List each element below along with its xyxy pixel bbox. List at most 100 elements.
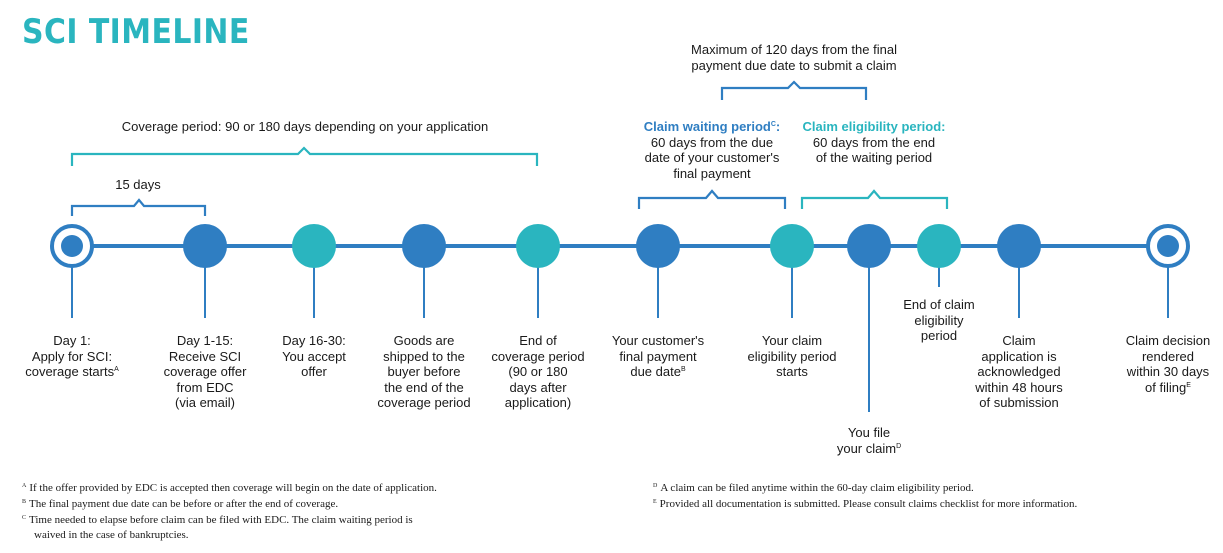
waiting-period-line-1: 60 days from the due <box>650 134 774 150</box>
waiting-period-line-2: date of your customer's <box>644 150 780 165</box>
footnote-a-mark: A <box>22 483 27 489</box>
coverage-bracket <box>70 146 539 166</box>
node-label-line: due dateB <box>630 364 686 379</box>
node-circle-day1-15 <box>183 224 227 268</box>
max-120-days-label: Maximum of 120 days from the final payme… <box>691 42 897 73</box>
node-circle-acknowledged <box>997 224 1041 268</box>
node-core-decision <box>1157 235 1179 257</box>
node-circle-end-elig <box>917 224 961 268</box>
waiting-period-bracket <box>637 189 787 209</box>
footnote-a-text: If the offer provided by EDC is accepted… <box>29 482 437 494</box>
node-label-line: days after <box>509 379 567 395</box>
node-label-line: Day 1-15: <box>176 333 234 348</box>
eligibility-period-line-2: of the waiting period <box>815 150 933 165</box>
node-label-line: eligibility <box>914 312 964 328</box>
footnote-marker: E <box>1186 381 1191 389</box>
node-label-line: Day 1: <box>53 333 91 348</box>
node-label-line: Your customer's <box>611 333 705 348</box>
node-label-line: the end of the <box>384 379 464 395</box>
waiting-period-title: Claim waiting periodC: <box>643 119 781 134</box>
node-label-line: your claimD <box>836 440 902 456</box>
node-circle-final-payment <box>636 224 680 268</box>
node-label-line: coverage startsA <box>25 364 119 379</box>
node-label-line: application is <box>981 348 1057 364</box>
node-circle-goods <box>402 224 446 268</box>
node-label-line: Goods are <box>393 333 455 348</box>
node-label-line: from EDC <box>176 379 234 395</box>
node-label-line: starts <box>776 364 808 379</box>
node-label-line: final payment <box>619 348 697 364</box>
coverage-period-text: Coverage period: 90 or 180 days dependin… <box>121 119 489 134</box>
node-label-line: shipped to the <box>383 348 465 364</box>
footnote-c-mark: C <box>22 515 27 521</box>
footnote-b-mark: B <box>22 499 27 505</box>
footnote-marker: D <box>896 442 902 450</box>
footnote-e-text: Provided all documentation is submitted.… <box>659 498 1078 510</box>
footnote-e-mark: E <box>653 499 657 505</box>
footnote-c-text: Time needed to elapse before claim can b… <box>29 514 413 526</box>
node-label-line: Apply for SCI: <box>31 348 113 364</box>
footnote-b-text: The final payment due date can be before… <box>29 498 339 510</box>
footnote-c-continuation: waived in the case of bankruptcies. <box>34 529 189 541</box>
node-label-line: application) <box>504 395 572 410</box>
footnote-marker: A <box>114 366 119 373</box>
node-circle-elig-starts <box>770 224 814 268</box>
node-label-line: of submission <box>979 395 1059 410</box>
node-label-line: coverage offer <box>163 364 247 379</box>
footnote-d-mark: D <box>653 483 658 489</box>
eligibility-period-bracket <box>800 189 949 209</box>
node-label-line: buyer before <box>387 364 461 379</box>
node-label-line: coverage period <box>491 348 585 364</box>
max-120-days-line-2: payment due date to submit a claim <box>691 57 897 73</box>
node-circle-end-coverage <box>516 224 560 268</box>
page-title: SCI TIMELINE <box>22 12 250 52</box>
waiting-period-line-3: final payment <box>673 165 751 181</box>
node-label-line: Your claim <box>761 333 823 348</box>
node-label-line: of filingE <box>1145 379 1191 395</box>
waiting-period-sup: C <box>770 121 776 128</box>
node-label-line: coverage period <box>377 395 471 410</box>
footnote-marker: B <box>680 366 686 373</box>
waiting-period-label: Claim waiting periodC: 60 days from the … <box>644 119 781 181</box>
node-circle-file-claim <box>847 224 891 268</box>
max-120-days-line-1: Maximum of 120 days from the final <box>691 42 897 57</box>
node-label-line: You file <box>847 425 891 440</box>
node-label-line: Claim <box>1002 333 1036 348</box>
eligibility-period-label: Claim eligibility period: 60 days from t… <box>802 119 945 166</box>
fifteen-days-bracket <box>70 198 207 216</box>
node-label-line: You accept <box>282 348 346 364</box>
node-label-line: within 30 days <box>1126 364 1210 379</box>
node-label-line: eligibility period <box>747 348 837 364</box>
node-label-line: offer <box>301 364 327 379</box>
coverage-period-label: Coverage period: 90 or 180 days dependin… <box>122 119 488 135</box>
node-label-line: Claim decision <box>1125 333 1211 348</box>
node-label-line: (via email) <box>175 395 235 410</box>
node-label-line: rendered <box>1141 348 1195 364</box>
eligibility-period-line-1: 60 days from the end <box>812 134 936 150</box>
node-label-line: Receive SCI <box>168 348 242 364</box>
node-label-line: acknowledged <box>977 364 1061 379</box>
node-label-line: End of <box>519 333 557 348</box>
node-label-line: period <box>920 328 958 343</box>
node-label-line: within 48 hours <box>975 379 1063 395</box>
max-120-days-bracket <box>720 80 868 100</box>
node-circle-day16-30 <box>292 224 336 268</box>
node-label-day1: Day 1:Apply for SCI:coverage startsA <box>25 333 119 380</box>
footnote-d-text: A claim can be filed anytime within the … <box>660 482 974 494</box>
